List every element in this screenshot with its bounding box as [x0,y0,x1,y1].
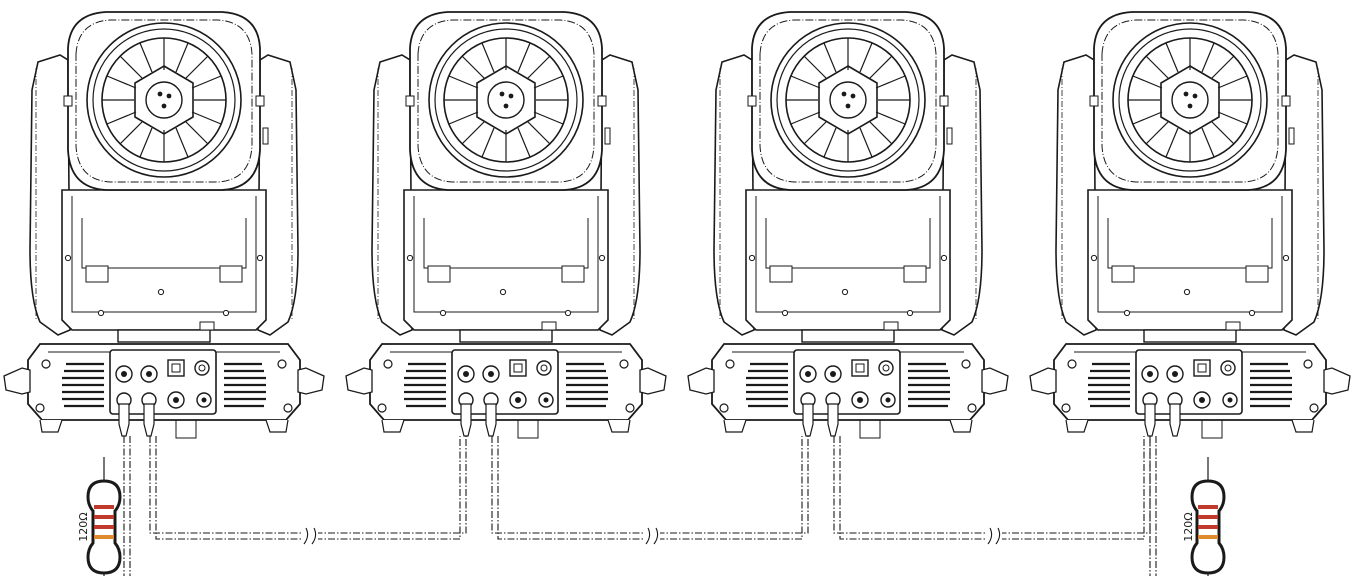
cables-layer [123,436,1157,576]
resistor-band [1198,525,1218,529]
terminator-resistor-right: 120Ω [1182,457,1226,576]
terminator-label: 120Ω [1182,512,1195,541]
resistor-band [94,525,114,529]
resistor-band [94,505,114,509]
resistor-band [1198,515,1218,519]
moving-head-fixture-3 [686,10,1010,440]
dmx-cable-3-4-b [839,436,1145,540]
dmx-cable-3-4-a [833,436,1151,534]
resistor-band [94,535,114,539]
dmx-cable-2-3-a [491,436,809,534]
cable-break-1 [302,526,318,546]
dmx-cable-1-2-a [149,436,467,534]
resistor-band [1198,535,1218,539]
terminators-layer: 120Ω 120Ω [77,457,1226,576]
cable-break-3 [986,526,1002,546]
moving-head-fixture-4 [1028,10,1352,440]
cable-break-2 [644,526,660,546]
fixtures-layer [2,10,1352,440]
moving-head-fixture-1 [2,10,326,440]
moving-head-fixture-2 [344,10,668,440]
terminator-resistor-left: 120Ω [77,457,122,576]
resistor-band [1198,505,1218,509]
dmx-cable-2-3-b [497,436,803,540]
terminator-label: 120Ω [77,512,90,541]
dmx-cable-1-2-b [155,436,461,540]
resistor-band [94,515,114,519]
